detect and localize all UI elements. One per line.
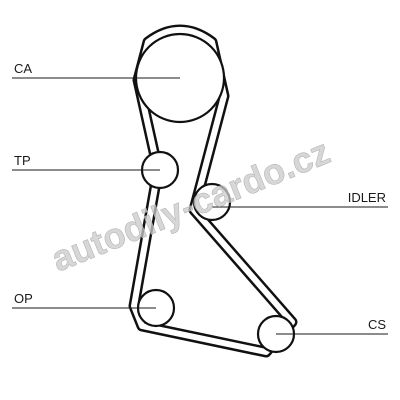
label-cs: CS xyxy=(368,317,386,332)
label-ca: CA xyxy=(14,61,32,76)
idler-pulley xyxy=(192,182,232,222)
label-idler: IDLER xyxy=(348,190,386,205)
label-op: OP xyxy=(14,291,33,306)
timing-belt-inner xyxy=(131,27,295,355)
label-tp: TP xyxy=(14,153,31,168)
watermark: autodily-cardo.cz xyxy=(46,130,336,279)
